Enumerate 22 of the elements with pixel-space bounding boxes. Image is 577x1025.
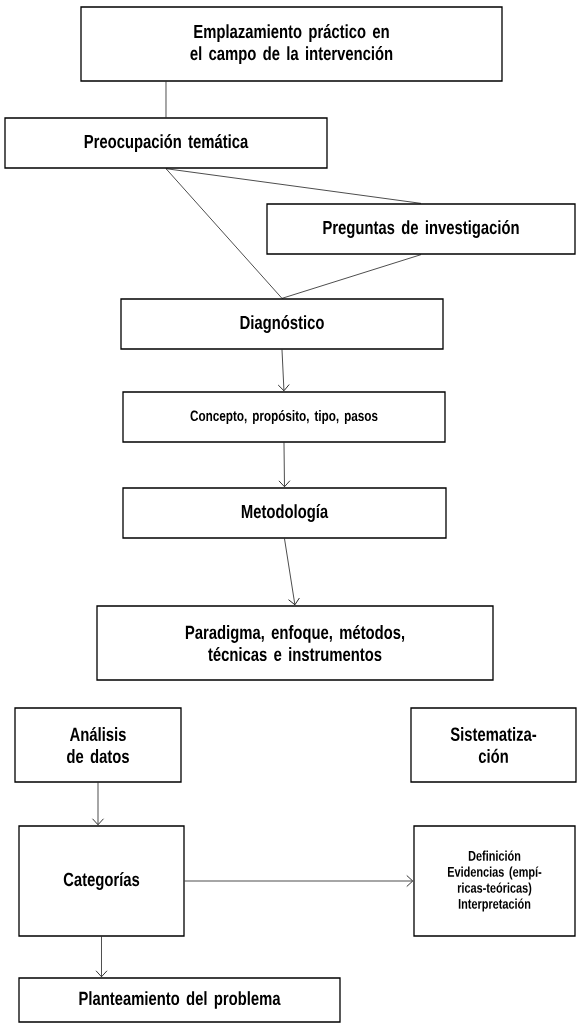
process-box: Concepto, propósito, tipo, pasos [122,391,446,443]
arrow [95,936,108,978]
process-box: Planteamiento del problema [18,977,341,1023]
arrow [184,875,414,887]
process-box: Diagnóstico [120,298,444,350]
process-box: Paradigma, enfoque, métodos, técnicas e instrumentos [96,605,494,681]
process-box: Definición Evidencias (empí- ricas-teóricas) Interpretación [413,825,576,937]
arrow [284,538,300,606]
connector-line [165,168,422,204]
process-box: Metodología [122,487,447,539]
process-box: Categorías [18,825,185,937]
process-box: Emplazamiento práctico en el campo de la intervención [80,6,503,82]
process-box: Sistematiza- ción [410,707,577,783]
connector-line [281,254,422,299]
arrow [92,782,104,826]
process-box: Análisis de datos [14,707,182,783]
arrow [278,442,291,488]
process-box: Preguntas de investigación [266,203,576,255]
connector-line [165,168,283,299]
connector-line [165,81,167,118]
process-box: Preocupación temática [4,117,328,169]
arrow [277,349,290,392]
